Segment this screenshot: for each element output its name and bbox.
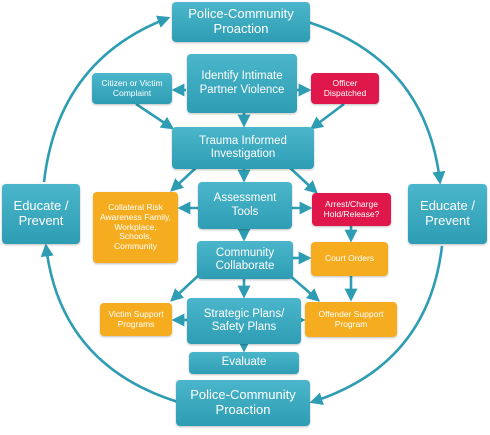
node-officer-dispatched: Officer Dispatched [311,73,379,104]
node-offender-support: Offender Support Program [305,302,397,337]
node-citizen-complaint-label: Citizen or Victim Complaint [101,77,163,98]
node-proaction-bottom-label: Police-Community Proaction [190,387,296,417]
node-identify-label: Identify Intimate Partner Violence [199,70,285,96]
arrow-community-offender [287,273,320,302]
node-community-collaborate: Community Collaborate [197,241,293,279]
arrow-officer-trauma [309,102,345,130]
node-victim-support: Victim Support Programs [100,303,172,336]
node-offender-support-label: Offender Support Program [318,308,384,329]
node-collateral-risk: Collateral Risk Awareness Family, Workpl… [93,192,178,263]
node-proaction-bottom: Police-Community Proaction [176,380,310,426]
cycle-arc-bottom-right [309,245,444,406]
node-citizen-complaint: Citizen or Victim Complaint [92,73,172,104]
node-arrest-charge: Arrest/Charge Hold/Release? [312,193,391,226]
node-victim-support-label: Victim Support Programs [108,308,164,329]
node-strategic-plans: Strategic Plans/ Safety Plans [187,298,301,344]
arrow-citizen-trauma [135,102,175,130]
node-strategic-plans-label: Strategic Plans/ Safety Plans [203,307,285,333]
node-educate-right: Educate / Prevent [408,184,487,244]
node-proaction-top-label: Police-Community Proaction [188,6,294,36]
node-collateral-risk-label: Collateral Risk Awareness Family, Workpl… [99,202,171,252]
node-court-orders-label: Court Orders [324,253,375,264]
node-trauma-investigation-label: Trauma Informed Investigation [199,134,287,160]
node-court-orders: Court Orders [311,242,388,276]
cycle-arc-top-left [42,15,171,183]
cycle-arc-top-right [307,20,446,185]
node-assessment-tools-label: Assessment Tools [213,192,277,218]
node-evaluate-label: Evaluate [221,356,267,369]
node-identify: Identify Intimate Partner Violence [187,54,297,113]
node-officer-dispatched-label: Officer Dispatched [323,77,367,98]
arrow-community-victim [170,273,201,302]
node-arrest-charge-label: Arrest/Charge Hold/Release? [323,198,380,219]
node-educate-left-label: Educate / Prevent [13,198,69,228]
node-educate-right-label: Educate / Prevent [420,198,475,228]
node-assessment-tools: Assessment Tools [198,182,292,229]
arrow-trauma-arrest [287,165,318,194]
cycle-arc-bottom-left [40,243,179,404]
node-evaluate: Evaluate [189,352,299,374]
node-educate-left: Educate / Prevent [2,184,80,244]
node-trauma-investigation: Trauma Informed Investigation [172,127,314,169]
node-community-collaborate-label: Community Collaborate [215,246,275,272]
arrow-trauma-collateral [170,165,199,192]
node-proaction-top: Police-Community Proaction [172,2,310,42]
